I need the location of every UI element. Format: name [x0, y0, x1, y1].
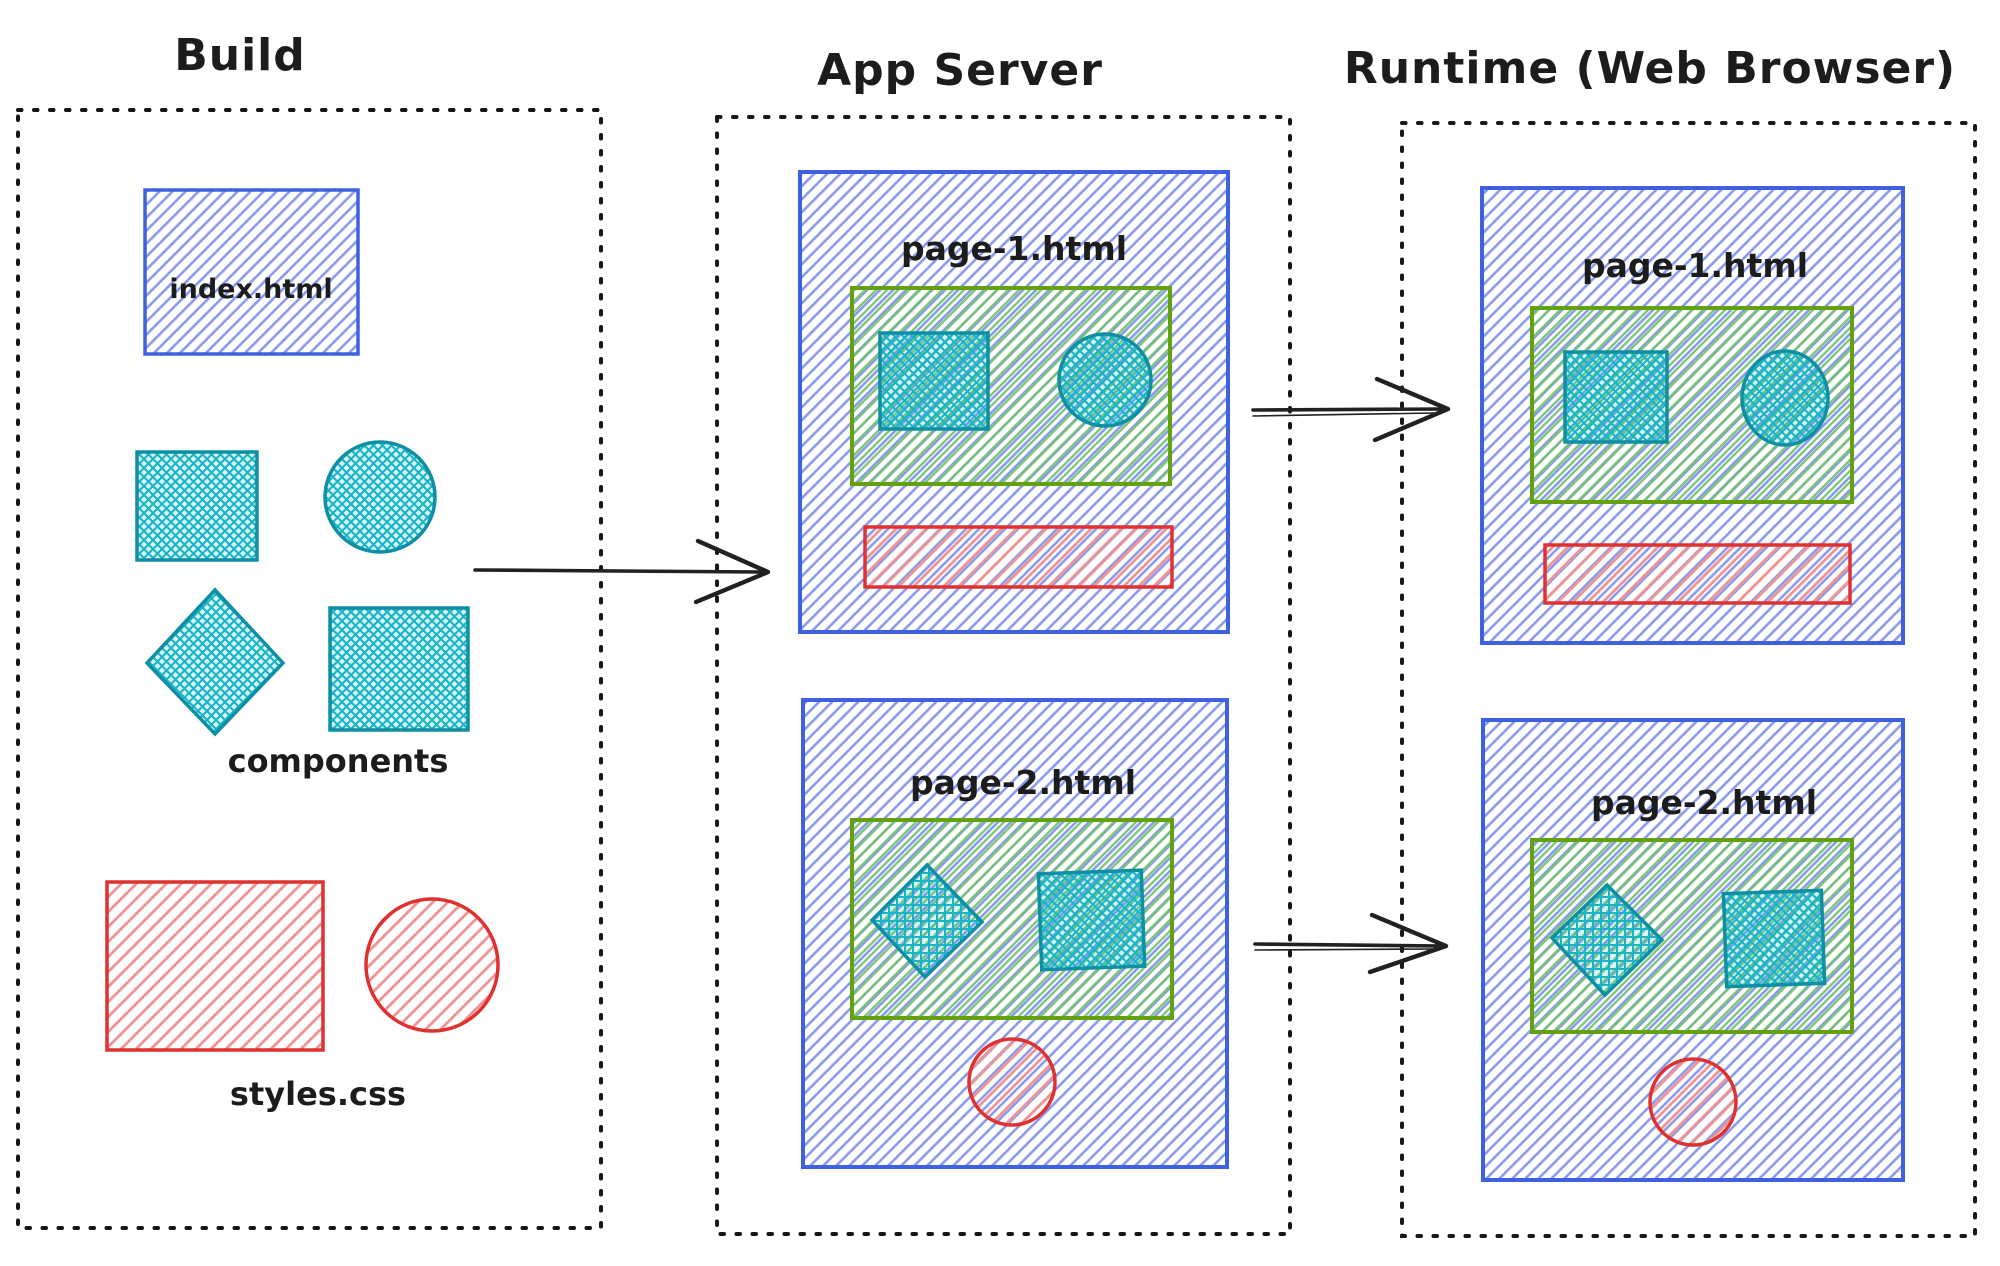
component-square-icon	[135, 450, 259, 562]
components-group: components	[135, 440, 470, 780]
page2-style-circle	[967, 1037, 1057, 1127]
runtime-page2-component-diamond	[1549, 882, 1665, 998]
build-column: Build index.html components styles.css	[16, 30, 603, 1230]
page1-style-bar	[863, 525, 1174, 589]
index-html-label: index.html	[169, 274, 332, 305]
page1-component-square	[878, 331, 990, 431]
app-server-column-title: App Server	[817, 45, 1103, 96]
runtime-page2-component-square	[1721, 888, 1827, 989]
component-circle-icon	[323, 440, 437, 554]
build-boundary-box	[16, 108, 603, 1230]
styles-rect-icon	[105, 880, 325, 1052]
component-diamond-icon	[144, 587, 286, 737]
page2-component-diamond	[869, 862, 985, 980]
styles-css-label: styles.css	[230, 1075, 406, 1113]
page2-component-square	[1036, 868, 1147, 972]
app-server-page-2: page-2.html	[801, 698, 1229, 1169]
component-square2-icon	[328, 606, 470, 732]
styles-circle-icon	[364, 897, 500, 1033]
runtime-page1-component-square	[1563, 350, 1669, 444]
runtime-page-1: page-1.html	[1480, 186, 1905, 645]
runtime-page1-label: page-1.html	[1582, 246, 1808, 285]
runtime-page2-label: page-2.html	[1591, 783, 1817, 822]
page2-label: page-2.html	[910, 763, 1136, 802]
arrow-page1-to-runtime	[1251, 376, 1451, 443]
page1-component-circle	[1057, 332, 1153, 428]
runtime-page-2: page-2.html	[1481, 718, 1905, 1182]
runtime-column-title: Runtime (Web Browser)	[1344, 43, 1956, 94]
runtime-column: Runtime (Web Browser) page-1.html page-2…	[1344, 43, 1977, 1238]
build-column-title: Build	[174, 30, 306, 81]
arrows	[473, 376, 1451, 975]
index-html-box	[143, 188, 360, 356]
app-server-boundary-box	[715, 115, 1292, 1236]
arrow-page2-to-runtime	[1253, 912, 1449, 975]
index-html-file: index.html	[143, 188, 360, 356]
styles-css-group: styles.css	[105, 880, 500, 1113]
runtime-page2-style-circle	[1648, 1057, 1738, 1147]
app-server-page-1: page-1.html	[798, 170, 1230, 634]
runtime-boundary-box	[1400, 121, 1977, 1238]
components-label: components	[228, 742, 449, 780]
runtime-page1-style-bar	[1543, 543, 1852, 605]
arrow-build-to-app-server	[473, 538, 771, 605]
app-server-column: App Server page-1.html page-2.html	[715, 45, 1292, 1236]
page1-label: page-1.html	[901, 229, 1127, 268]
runtime-page1-component-circle	[1740, 349, 1830, 447]
